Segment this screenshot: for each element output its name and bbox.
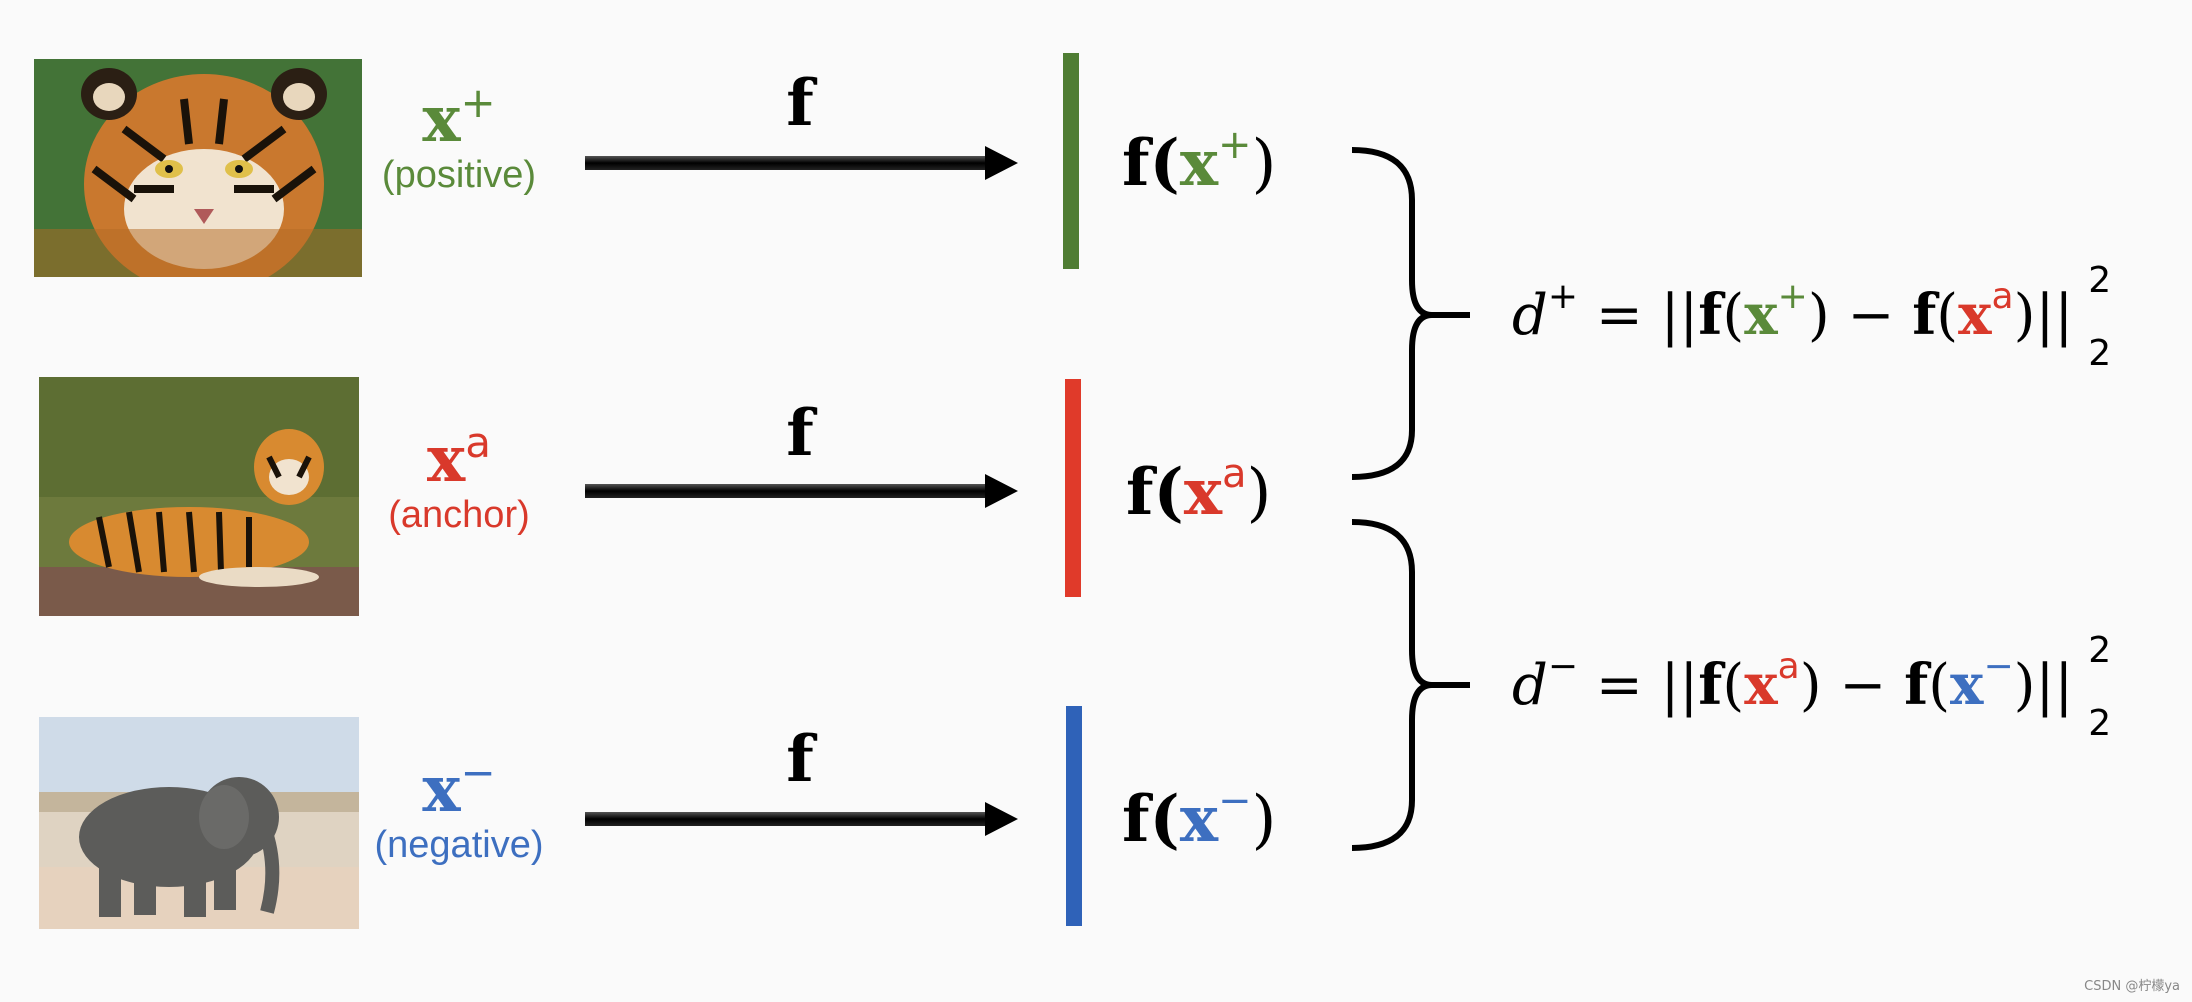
d-neg-bars-right: ||	[2035, 653, 2074, 718]
positive-embedding-close: )	[1251, 127, 1277, 201]
negative-embedding-sup: −	[1217, 778, 1252, 824]
d-pos-open2: (	[1936, 283, 1959, 348]
d-neg-f1: f	[1698, 652, 1723, 718]
negative-embedding-bar	[1066, 706, 1082, 926]
positive-embedding-bar	[1063, 53, 1079, 269]
positive-map-label: f	[786, 66, 814, 141]
d-pos-f1: f	[1698, 282, 1723, 348]
d-pos-x2-sup: a	[1991, 276, 2014, 317]
d-pos-open1: (	[1722, 283, 1745, 348]
positive-caption: (positive)	[381, 154, 537, 196]
d-neg-close1: )	[1799, 653, 1822, 718]
positive-label: x+ (positive)	[344, 82, 574, 197]
d-pos-f2: f	[1912, 282, 1937, 348]
d-neg-close2: )	[2013, 653, 2036, 718]
d-neg-bars-left: ||	[1660, 653, 1699, 718]
positive-symbol-sup: +	[460, 78, 496, 127]
d-pos-x1: x	[1744, 282, 1778, 348]
anchor-embedding-close: )	[1246, 456, 1272, 530]
d-pos-minus: −	[1829, 283, 1913, 348]
anchor-caption: (anchor)	[388, 494, 530, 536]
d-pos-bars-left: ||	[1660, 283, 1699, 348]
negative-arrow	[585, 802, 1018, 836]
anchor-embedding: f(xa)	[1126, 451, 1272, 530]
d-neg-x1-sup: a	[1777, 646, 1800, 687]
positive-embedding-x: x	[1179, 126, 1218, 201]
anchor-label: xa (anchor)	[344, 422, 574, 537]
d-pos-close2: )	[2013, 283, 2036, 348]
anchor-embedding-bar	[1065, 379, 1081, 597]
d-neg-f2: f	[1904, 652, 1929, 718]
d-neg-open1: (	[1722, 653, 1745, 718]
positive-arrow	[585, 146, 1018, 180]
d-neg-lhs: d	[1512, 653, 1548, 718]
negative-embedding: f(x−)	[1122, 778, 1277, 857]
lower-brace	[1351, 519, 1470, 851]
anchor-embedding-x: x	[1183, 455, 1222, 530]
d-neg-subscript: 2	[2088, 703, 2112, 744]
d-pos-lhs-sup: +	[1547, 276, 1579, 317]
anchor-embedding-sup: a	[1221, 451, 1247, 497]
positive-embedding-f: f(	[1122, 126, 1180, 201]
anchor-symbol-sup: a	[465, 418, 491, 467]
positive-embedding: f(x+)	[1122, 122, 1277, 201]
d-neg-minus: −	[1821, 653, 1905, 718]
d-pos-close1: )	[1807, 283, 1830, 348]
d-neg-eq: =	[1578, 653, 1661, 718]
tiger-face-photo	[34, 59, 362, 277]
negative-caption: (negative)	[374, 824, 544, 866]
d-neg-x2-sup: −	[1983, 646, 2014, 687]
negative-embedding-close: )	[1251, 783, 1277, 857]
watermark: CSDN @柠檬ya	[2084, 979, 2180, 994]
negative-symbol-sup: −	[460, 748, 496, 797]
d-pos-subscript: 2	[2088, 333, 2112, 374]
negative-map-label: f	[786, 722, 814, 797]
d-pos-eq: =	[1578, 283, 1661, 348]
positive-embedding-sup: +	[1217, 122, 1252, 168]
anchor-embedding-f: f(	[1126, 455, 1184, 530]
d-pos-x1-sup: +	[1777, 276, 1808, 317]
d-pos-power: 2	[2088, 260, 2112, 301]
d-neg-x2: x	[1950, 652, 1984, 718]
d-neg-open2: (	[1928, 653, 1951, 718]
d-neg-lhs-sup: −	[1547, 646, 1579, 687]
negative-embedding-f: f(	[1122, 782, 1180, 857]
positive-symbol: x	[422, 82, 461, 157]
d-neg-power: 2	[2088, 630, 2112, 671]
upper-brace	[1351, 147, 1470, 480]
tiger-lying-photo	[39, 377, 359, 616]
d-pos-lhs: d	[1512, 283, 1548, 348]
negative-symbol: x	[422, 752, 461, 827]
d-neg-x1: x	[1744, 652, 1778, 718]
negative-label: x− (negative)	[344, 752, 574, 867]
d-pos-bars-right: ||	[2035, 283, 2074, 348]
anchor-symbol: x	[427, 422, 466, 497]
elephant-photo	[39, 717, 359, 929]
negative-embedding-x: x	[1179, 782, 1218, 857]
anchor-map-label: f	[786, 396, 814, 471]
d-pos-x2: x	[1958, 282, 1992, 348]
anchor-arrow	[585, 474, 1018, 508]
